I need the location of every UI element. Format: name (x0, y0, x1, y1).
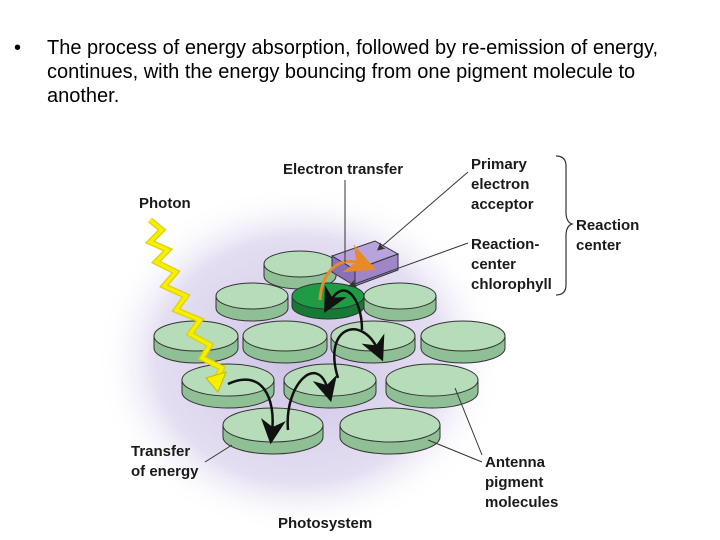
energy-transfer-arrow (324, 285, 364, 331)
antenna-pigment-disk (242, 320, 328, 364)
antenna-pigment-disk (420, 320, 506, 364)
label-line: electron (471, 176, 530, 193)
label-transfer-of-energy: Transfer of energy (131, 442, 199, 482)
label-line: Reaction (576, 217, 640, 234)
electron-transfer-arrow (318, 244, 376, 301)
label-line: pigment (485, 474, 544, 491)
bullet-text: The process of energy absorption, follow… (47, 37, 659, 107)
label-primary-acceptor: Primary electron acceptor (471, 155, 534, 215)
pigment-disks (153, 250, 506, 455)
leader-reaction-chlorophyll (348, 242, 469, 288)
label-line: Reaction- (471, 236, 540, 253)
leader-transfer-energy (204, 444, 233, 463)
antenna-pigment-disk (339, 407, 441, 455)
label-antenna-pigment: Antenna pigment molecules (485, 453, 558, 513)
label-line: Primary (471, 156, 527, 173)
reaction-center-bracket (555, 155, 574, 296)
label-photon: Photon (139, 195, 191, 212)
antenna-pigment-disk (363, 282, 437, 322)
label-reaction-center-chlorophyll: Reaction- center chlorophyll (471, 235, 552, 295)
label-line: of energy (131, 463, 199, 480)
label-line: acceptor (471, 196, 534, 213)
label-line: center (471, 256, 517, 273)
antenna-pigment-disk (263, 250, 337, 290)
antenna-pigment-disk (215, 282, 289, 322)
energy-transfer-arrow (286, 372, 337, 431)
label-reaction-center: Reaction center (576, 216, 639, 256)
label-line: molecules (485, 494, 559, 511)
label-line: center (576, 237, 622, 254)
leader-antenna-1 (454, 387, 483, 456)
label-photosystem: Photosystem (278, 515, 373, 532)
label-line: Antenna (485, 454, 545, 471)
antenna-pigment-disk (181, 363, 275, 409)
antenna-pigment-disk (385, 363, 479, 409)
bullet-marker: • (14, 37, 22, 59)
label-line: chlorophyll (471, 276, 552, 293)
energy-transfer-arrow (333, 328, 385, 379)
leader-primary-acceptor (376, 171, 469, 251)
photon-arrowhead (205, 371, 227, 393)
label-line: Transfer (131, 443, 191, 460)
energy-transfer-arrow (227, 378, 286, 445)
label-electron-transfer: Electron transfer (283, 161, 404, 178)
reaction-center-chlorophyll (291, 282, 365, 320)
leader-antenna-2 (427, 439, 483, 463)
